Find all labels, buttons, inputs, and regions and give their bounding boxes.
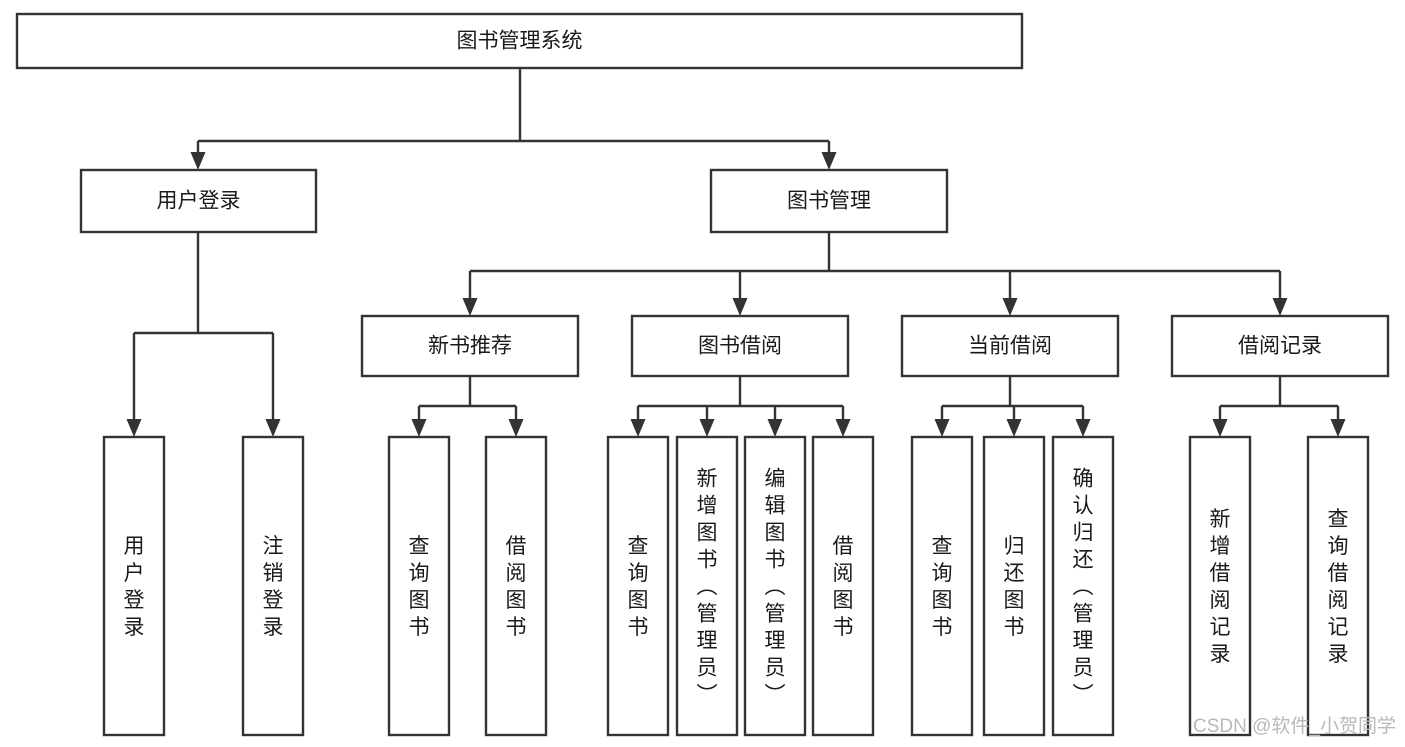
arrow-head-icon xyxy=(1075,419,1091,437)
node-label: 归还图书 xyxy=(1004,535,1025,639)
node-label: 图书借阅 xyxy=(698,335,782,358)
csdn-watermark: CSDN @软件_小贺同学 xyxy=(1193,715,1396,737)
arrow-head-icon xyxy=(1002,298,1018,316)
arrow-head-icon xyxy=(934,419,950,437)
connector-group-book-manage xyxy=(462,232,1288,316)
node-box[interactable] xyxy=(709,168,949,234)
node-box[interactable] xyxy=(630,314,850,378)
node-label: 借阅图书 xyxy=(833,535,854,639)
node-book-borrow[interactable]: 图书借阅 xyxy=(630,314,850,378)
arrow-head-icon xyxy=(1212,419,1228,437)
node-leaf-current-return[interactable]: 归还图书 xyxy=(982,435,1046,737)
arrow-head-icon xyxy=(630,419,646,437)
node-borrow-record[interactable]: 借阅记录 xyxy=(1170,314,1390,378)
connector-group-user-login xyxy=(126,232,281,437)
connector-group-borrow-record xyxy=(1212,376,1346,437)
node-box[interactable] xyxy=(982,435,1046,737)
node-leaf-user-logout[interactable]: 注销登录 xyxy=(241,435,305,737)
node-leaf-record-add[interactable]: 新增借阅记录 xyxy=(1188,435,1252,737)
arrow-head-icon xyxy=(265,419,281,437)
node-leaf-borrow-query[interactable]: 查询图书 xyxy=(606,435,670,737)
node-label: 用户登录 xyxy=(124,535,145,639)
node-box[interactable] xyxy=(1051,435,1115,737)
node-user-login[interactable]: 用户登录 xyxy=(79,168,318,234)
arrow-head-icon xyxy=(732,298,748,316)
node-new-book-rec[interactable]: 新书推荐 xyxy=(360,314,580,378)
node-box[interactable] xyxy=(811,435,875,737)
node-label: 新增图书︵管理员︶ xyxy=(697,468,718,707)
node-label: 图书管理 xyxy=(787,190,871,213)
node-label: 查询图书 xyxy=(932,535,953,639)
node-label: 当前借阅 xyxy=(968,335,1052,358)
node-leaf-rec-borrow[interactable]: 借阅图书 xyxy=(484,435,548,737)
connector-layer xyxy=(126,68,1346,437)
node-box[interactable] xyxy=(1188,435,1252,737)
connector-group-current-borrow xyxy=(934,376,1091,437)
node-label: 借阅记录 xyxy=(1238,335,1322,358)
node-box[interactable] xyxy=(102,435,166,737)
node-box[interactable] xyxy=(387,435,451,737)
node-box[interactable] xyxy=(79,168,318,234)
node-box[interactable] xyxy=(360,314,580,378)
node-box[interactable] xyxy=(900,314,1120,378)
node-leaf-user-login[interactable]: 用户登录 xyxy=(102,435,166,737)
node-leaf-current-query[interactable]: 查询图书 xyxy=(910,435,974,737)
node-box[interactable] xyxy=(15,12,1024,70)
node-label: 新增借阅记录 xyxy=(1210,508,1231,666)
node-box[interactable] xyxy=(606,435,670,737)
node-leaf-borrow-edit[interactable]: 编辑图书︵管理员︶ xyxy=(743,435,807,737)
node-label: 查询图书 xyxy=(409,535,430,639)
node-box[interactable] xyxy=(241,435,305,737)
node-box[interactable] xyxy=(675,435,739,737)
node-label: 借阅图书 xyxy=(506,535,527,639)
node-layer: 图书管理系统用户登录图书管理新书推荐图书借阅当前借阅借阅记录用户登录注销登录查询… xyxy=(15,12,1390,737)
arrow-head-icon xyxy=(462,298,478,316)
node-leaf-current-confirm[interactable]: 确认归还︵管理员︶ xyxy=(1051,435,1115,737)
node-box[interactable] xyxy=(910,435,974,737)
node-leaf-borrow-add[interactable]: 新增图书︵管理员︶ xyxy=(675,435,739,737)
node-label: 编辑图书︵管理员︶ xyxy=(765,468,786,707)
node-leaf-record-query[interactable]: 查询借阅记录 xyxy=(1306,435,1370,737)
node-book-manage[interactable]: 图书管理 xyxy=(709,168,949,234)
node-current-borrow[interactable]: 当前借阅 xyxy=(900,314,1120,378)
node-label: 查询借阅记录 xyxy=(1328,508,1349,666)
node-box[interactable] xyxy=(1170,314,1390,378)
node-box[interactable] xyxy=(1306,435,1370,737)
node-box[interactable] xyxy=(743,435,807,737)
arrow-head-icon xyxy=(1272,298,1288,316)
connector-group-root xyxy=(190,68,837,170)
connector-group-new-book-rec xyxy=(411,376,524,437)
node-label: 查询图书 xyxy=(628,535,649,639)
arrow-head-icon xyxy=(1006,419,1022,437)
node-label: 注销登录 xyxy=(263,535,284,639)
arrow-head-icon xyxy=(699,419,715,437)
arrow-head-icon xyxy=(508,419,524,437)
arrow-head-icon xyxy=(767,419,783,437)
arrow-head-icon xyxy=(1330,419,1346,437)
node-box[interactable] xyxy=(484,435,548,737)
arrow-head-icon xyxy=(190,152,206,170)
arrow-head-icon xyxy=(835,419,851,437)
node-label: 新书推荐 xyxy=(428,335,512,358)
node-label: 用户登录 xyxy=(157,190,241,213)
node-root[interactable]: 图书管理系统 xyxy=(15,12,1024,70)
node-label: 确认归还︵管理员︶ xyxy=(1073,468,1094,707)
node-label: 图书管理系统 xyxy=(457,30,583,53)
connector-group-book-borrow xyxy=(630,376,851,437)
arrow-head-icon xyxy=(821,152,837,170)
arrow-head-icon xyxy=(126,419,142,437)
node-leaf-borrow-lend[interactable]: 借阅图书 xyxy=(811,435,875,737)
node-leaf-rec-query[interactable]: 查询图书 xyxy=(387,435,451,737)
arrow-head-icon xyxy=(411,419,427,437)
